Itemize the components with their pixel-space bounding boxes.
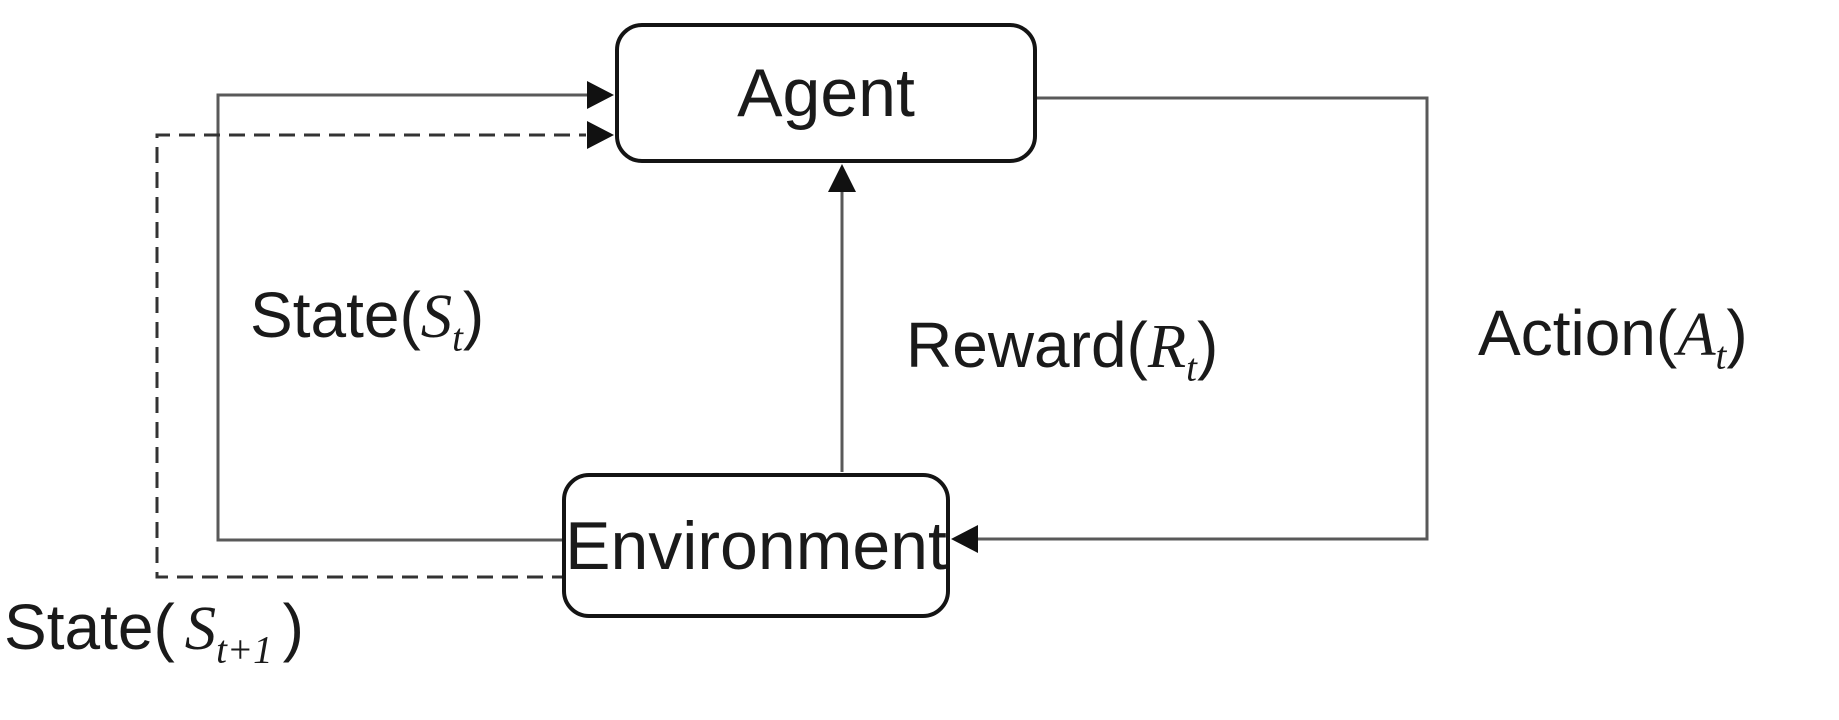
state-label-text: State( [250, 279, 421, 351]
reward-variable: Rt [1147, 311, 1197, 390]
action-arrowhead-icon [951, 525, 978, 553]
reward-edge-label: Reward(Rt) [906, 309, 1219, 390]
next-state-label-close-paren: ) [282, 591, 304, 663]
environment-node: Environment [562, 473, 950, 618]
next-state-label-text: State( [4, 591, 175, 663]
next-state-arrowhead-icon [587, 121, 614, 149]
action-label-close-paren: ) [1726, 297, 1748, 369]
reward-label-text: Reward( [906, 309, 1148, 381]
action-label-text: Action( [1478, 297, 1678, 369]
state-variable: St [420, 281, 463, 360]
next-state-subscript: t+1 [216, 628, 273, 672]
action-edge-label: Action(At) [1478, 297, 1748, 378]
environment-node-label: Environment [565, 507, 947, 584]
agent-node: Agent [615, 23, 1037, 163]
next-state-variable: St+1 [184, 593, 273, 672]
action-edge-line [978, 96, 1429, 541]
reward-label-close-paren: ) [1196, 309, 1219, 381]
next-state-edge-label: State(St+1) [4, 591, 304, 672]
reward-arrowhead-icon [828, 164, 856, 192]
state-edge-line [216, 93, 590, 542]
agent-node-label: Agent [737, 55, 915, 131]
state-subscript: t [452, 316, 463, 360]
action-subscript: t [1715, 334, 1727, 378]
next-state-edge-line [155, 133, 586, 579]
state-arrowhead-icon [587, 81, 614, 109]
reward-subscript: t [1186, 346, 1197, 390]
state-label-close-paren: ) [462, 279, 485, 351]
state-edge-label: State(St) [250, 279, 485, 360]
action-variable: At [1677, 299, 1727, 378]
